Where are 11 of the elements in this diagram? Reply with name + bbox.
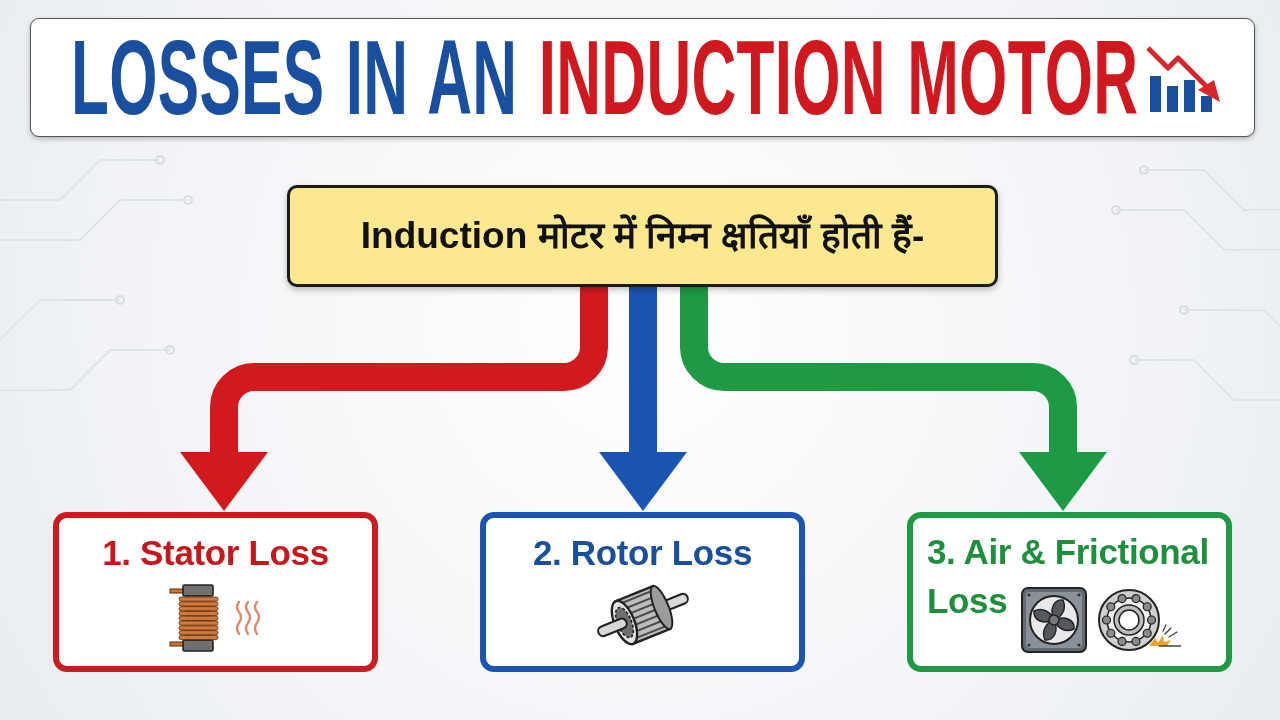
title: LOSSES IN AN INDUCTION MOTOR [71,25,1139,131]
loss-title: 1. Stator Loss [102,535,329,570]
loss-title: 3. Air & Frictional Loss [927,532,1209,620]
loss-box [907,512,1232,672]
loss-box [53,512,378,672]
statement-text: Induction मोटर में निम्न क्षतियाँ होती हैं- [360,213,925,258]
loss-box [480,512,805,672]
arrow [680,287,1107,511]
loss-title: 2. Rotor Loss [532,535,753,570]
arrow [180,287,608,511]
statement-box [287,185,998,287]
